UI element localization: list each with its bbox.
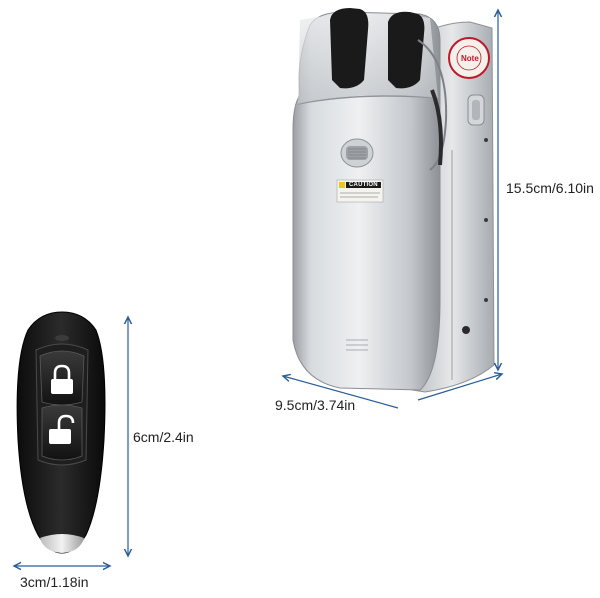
- caution-label: CAUTION: [349, 182, 378, 188]
- smart-lock: [292, 8, 495, 393]
- lock-icon: [51, 364, 73, 394]
- note-label: Note: [461, 54, 479, 63]
- lock-width-label: 9.5cm/3.74in: [275, 397, 356, 413]
- remote-height-label: 6cm/2.4in: [133, 429, 194, 445]
- unlock-icon: [49, 414, 75, 444]
- dimension-line-lock-width: [283, 374, 502, 409]
- remote-width-label: 3cm/1.18in: [20, 574, 89, 590]
- lock-height-label: 15.5cm/6.10in: [506, 180, 594, 196]
